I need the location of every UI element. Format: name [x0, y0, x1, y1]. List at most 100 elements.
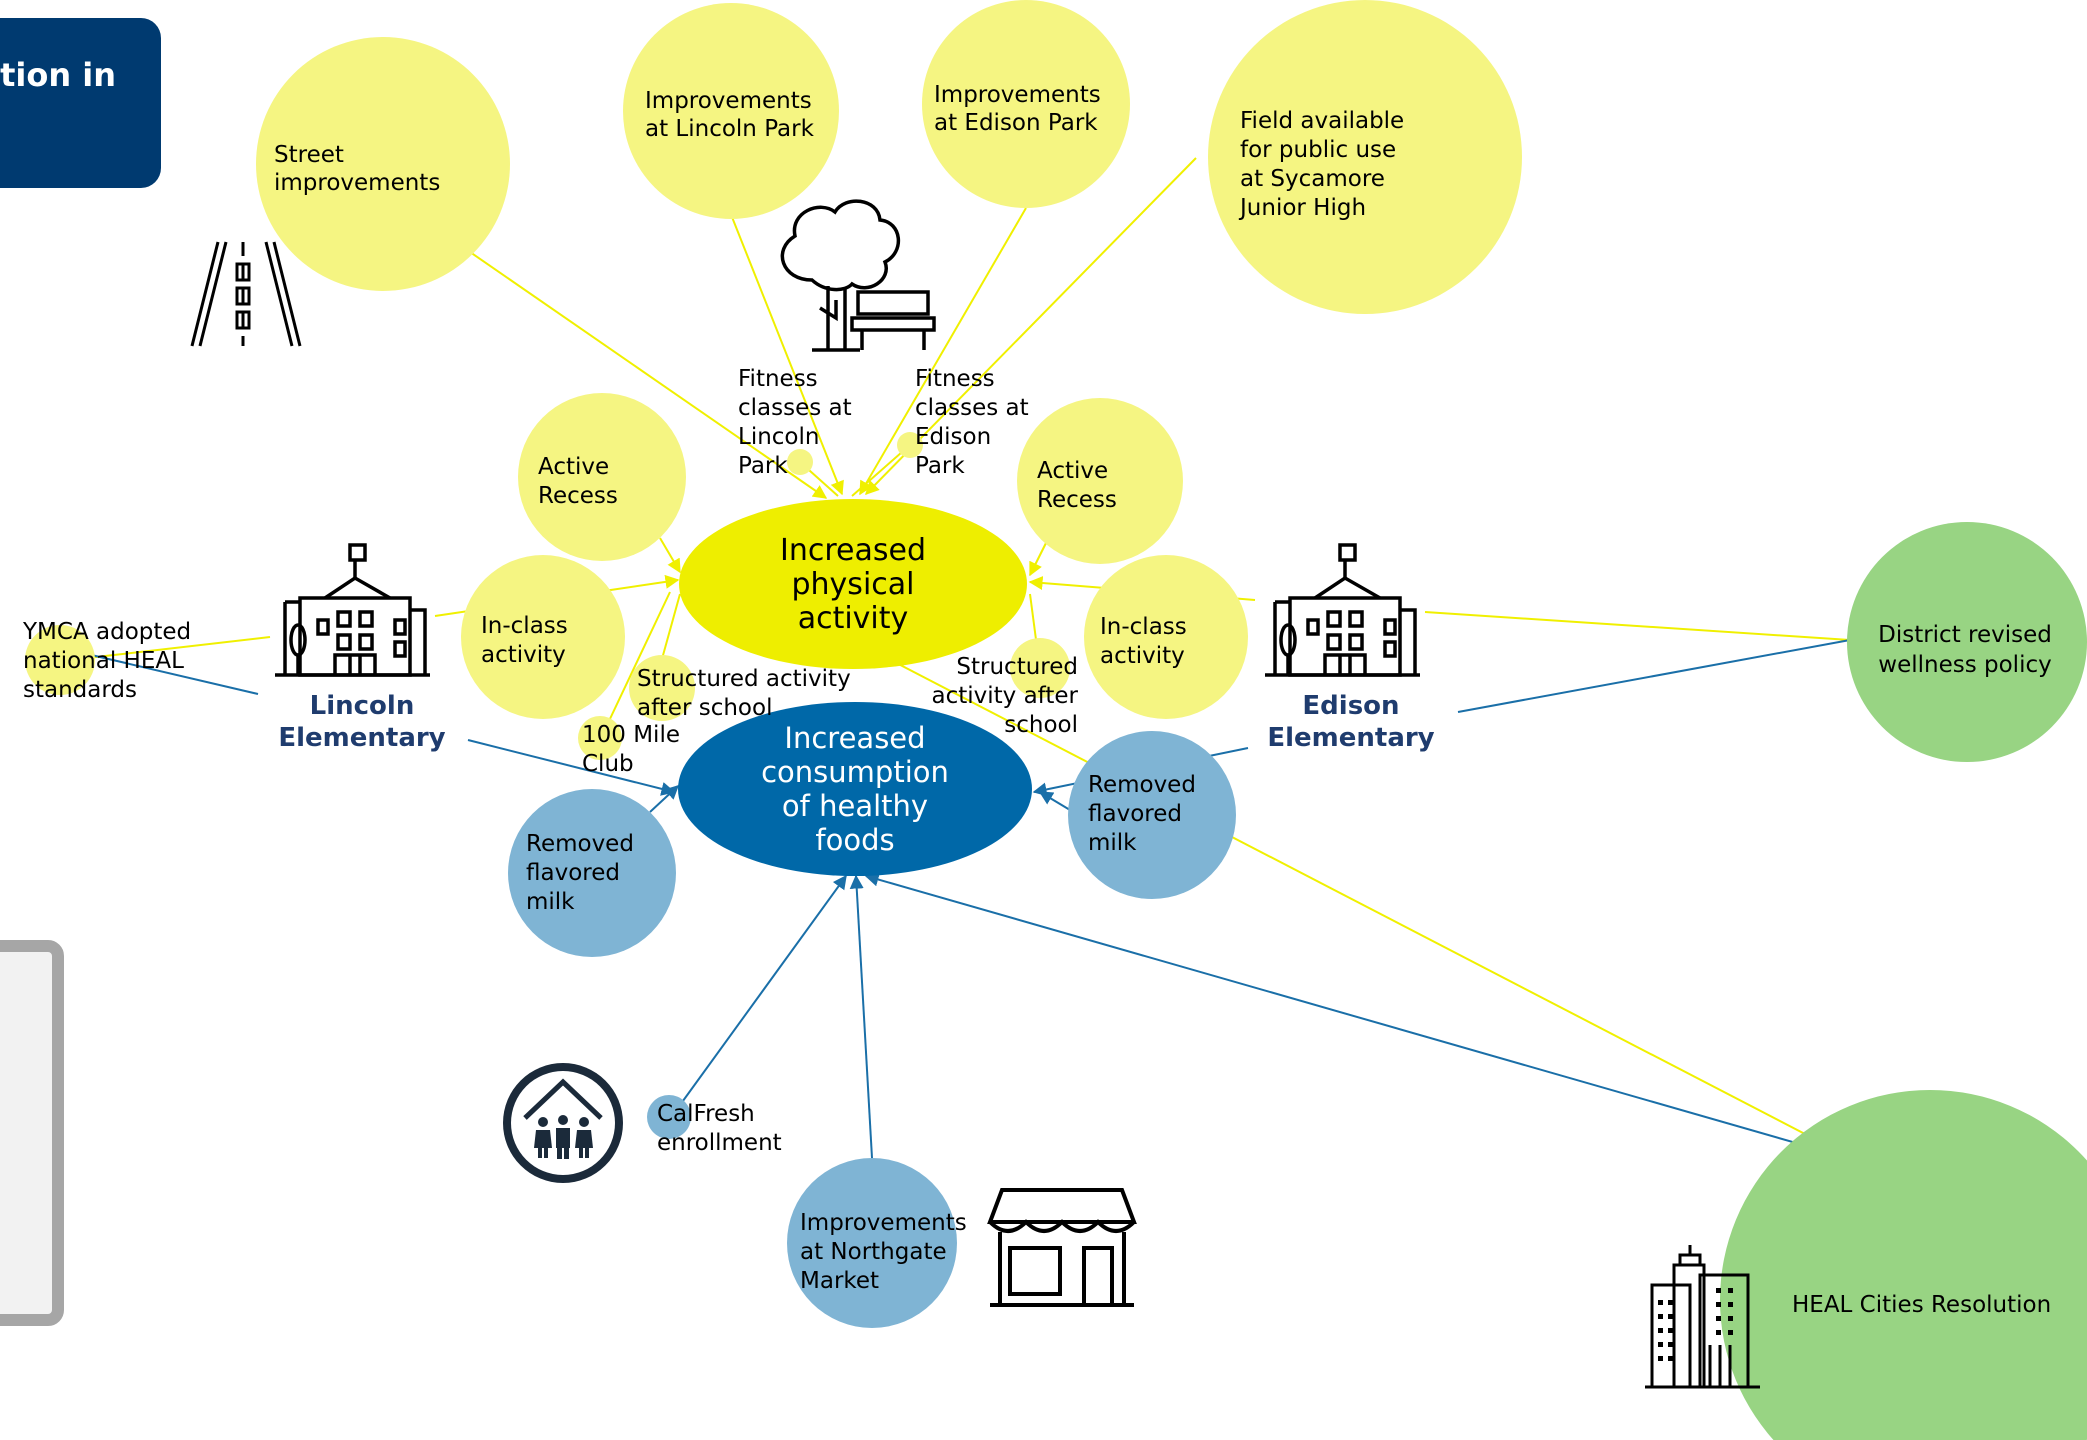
policy-nodes — [1720, 522, 2087, 1440]
label-fitness-lincoln-line: Fitness — [738, 366, 818, 392]
label-active-recess-l-line: Active — [538, 454, 609, 480]
label-fitness-edison-line: Fitness — [915, 366, 995, 392]
node-structured-l — [629, 655, 695, 721]
label-lincoln-school-line: Elementary — [278, 723, 445, 753]
label-inclass-e-line: In-class — [1100, 614, 1187, 640]
node-ymca — [25, 625, 95, 695]
node-inclass-e — [1084, 555, 1248, 719]
label-milk-l-line: milk — [526, 889, 575, 915]
label-calfresh-line: CalFresh — [657, 1101, 755, 1127]
label-lincoln-park-line: Improvements — [645, 88, 812, 114]
label-physical-activity-line: physical — [792, 567, 915, 602]
label-fitness-edison-line: Park — [915, 453, 965, 479]
node-lincoln-park — [623, 3, 839, 219]
label-physical-activity-line: activity — [798, 601, 909, 636]
school-building-icon — [1265, 543, 1420, 677]
node-wellness — [1847, 522, 2087, 762]
node-milk-l — [508, 789, 676, 957]
label-fitness-edison-line: classes at — [915, 395, 1029, 421]
connector-edison-park — [859, 207, 1027, 496]
label-wellness-line: wellness policy — [1878, 652, 2051, 678]
label-calfresh: CalFresh enrollment — [657, 1101, 782, 1156]
city-buildings-icon — [1645, 1245, 1760, 1389]
label-ymca-line: national HEAL — [23, 648, 184, 674]
connector-street — [469, 251, 828, 499]
label-inclass-e-line: activity — [1100, 643, 1185, 669]
label-heal-cities: HEAL Cities Resolution — [1792, 1292, 2051, 1318]
label-structured-l-line: after school — [637, 695, 772, 721]
label-sycamore-line: Junior High — [1238, 195, 1366, 221]
label-fitness-lincoln-line: Lincoln — [738, 424, 819, 450]
title-banner: ution in — [0, 18, 161, 188]
node-northgate — [787, 1158, 957, 1328]
label-lincoln-school-line: Lincoln — [310, 691, 415, 721]
label-active-recess-e-line: Active — [1037, 458, 1108, 484]
connector-mile-club — [599, 591, 671, 741]
label-ymca-line: YMCA adopted — [22, 619, 191, 645]
connector-milk-e — [1038, 791, 1071, 811]
connector-northgate — [849, 874, 873, 1159]
label-mile-club-line: Club — [582, 751, 634, 777]
node-active-recess-l — [518, 393, 686, 561]
food-nodes — [508, 731, 1236, 1328]
label-street-line: improvements — [274, 170, 440, 196]
label-milk-e-line: flavored — [1088, 801, 1182, 827]
node-heal-cities — [1720, 1090, 2087, 1440]
label-edison-park-line: Improvements — [934, 82, 1101, 108]
label-inclass-l: In-class activity — [481, 613, 568, 668]
node-active-recess-e — [1017, 398, 1183, 564]
label-sycamore-line: at Sycamore — [1240, 166, 1385, 192]
label-milk-e-line: milk — [1088, 830, 1137, 856]
label-active-recess-l-line: Recess — [538, 483, 618, 509]
family-house-icon — [503, 1063, 623, 1183]
node-edison-park — [922, 0, 1130, 208]
label-inclass-l-line: activity — [481, 642, 566, 668]
label-structured-e-line: activity after — [931, 683, 1078, 709]
label-inclass-l-line: In-class — [481, 613, 568, 639]
connector-active-recess-l — [659, 537, 681, 574]
label-healthy-foods-line: of healthy — [782, 789, 928, 823]
tree-bench-icon — [780, 199, 936, 352]
label-healthy-foods-line: consumption — [761, 755, 949, 789]
label-fitness-edison-line: Edison — [915, 424, 991, 450]
label-inclass-e: In-class activity — [1100, 614, 1187, 669]
label-lincoln-park-line: at Lincoln Park — [645, 116, 815, 142]
label-structured-e-line: Structured — [956, 654, 1078, 680]
label-edison-park-line: at Edison Park — [934, 110, 1098, 136]
label-milk-l-line: Removed — [526, 831, 634, 857]
label-active-recess-e-line: Recess — [1037, 487, 1117, 513]
label-northgate-line: Market — [800, 1268, 879, 1294]
activity-nodes — [25, 0, 1522, 760]
node-street — [256, 37, 510, 291]
label-edison-school-line: Elementary — [1267, 723, 1434, 753]
connector-heal-b — [864, 872, 1839, 1156]
connector-ymca — [69, 636, 271, 661]
connector-lincoln-food — [467, 739, 676, 796]
node-sycamore — [1208, 0, 1522, 314]
label-heal-cities-line: HEAL Cities Resolution — [1792, 1292, 2051, 1318]
connector-calfresh — [679, 874, 847, 1106]
label-calfresh-line: enrollment — [657, 1130, 782, 1156]
connector-ymca-b — [69, 649, 259, 695]
road-icon — [190, 241, 302, 347]
outcome-healthy-foods — [678, 702, 1032, 876]
connector-lincoln-park — [729, 211, 844, 496]
label-fitness-lincoln-line: classes at — [738, 395, 852, 421]
connector-sycamore — [865, 157, 1197, 495]
label-sycamore-line: Field available — [1240, 108, 1404, 134]
